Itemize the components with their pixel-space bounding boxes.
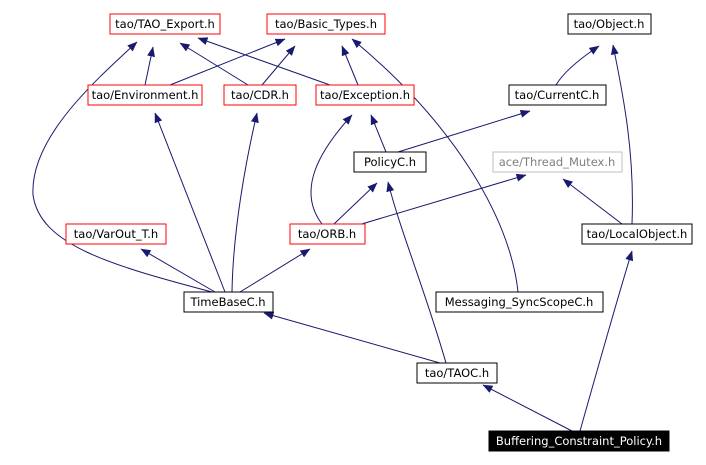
node-label: tao/VarOut_T.h bbox=[74, 227, 158, 241]
node-label: tao/LocalObject.h bbox=[587, 227, 688, 241]
node-label: PolicyC.h bbox=[364, 155, 416, 169]
node-label: ace/Thread_Mutex.h bbox=[499, 155, 616, 169]
node-label: Buffering_Constraint_Policy.h bbox=[496, 434, 662, 448]
node-label: TimeBaseC.h bbox=[189, 295, 265, 309]
node-label: tao/TAO_Export.h bbox=[115, 17, 215, 31]
node-label: tao/Object.h bbox=[574, 17, 645, 31]
node-timebasec[interactable]: TimeBaseC.h bbox=[183, 291, 274, 313]
edge-cdr-to-tao-export bbox=[179, 42, 249, 86]
node-label: tao/Exception.h bbox=[320, 88, 410, 102]
edge-localobject-to-object bbox=[610, 44, 633, 225]
edge-buffering-to-localobject bbox=[579, 250, 634, 432]
node-label: tao/ORB.h bbox=[298, 227, 356, 241]
edge-timebasec-to-tao-export bbox=[32, 41, 213, 293]
edge-localobject-to-thread-mutex bbox=[562, 178, 623, 225]
node-cdr[interactable]: tao/CDR.h bbox=[223, 84, 297, 106]
edge-policyc-to-currentc bbox=[397, 109, 531, 153]
node-orb[interactable]: tao/ORB.h bbox=[289, 223, 366, 245]
node-localobject[interactable]: tao/LocalObject.h bbox=[581, 223, 693, 245]
edge-orb-to-exception bbox=[310, 114, 353, 225]
edge-timebasec-to-environment bbox=[154, 112, 226, 293]
node-label: tao/TAOC.h bbox=[425, 366, 489, 380]
edge-orb-to-policyc bbox=[333, 182, 378, 225]
node-basic-types[interactable]: tao/Basic_Types.h bbox=[266, 13, 386, 35]
edge-environment-to-basic-types bbox=[169, 38, 286, 86]
node-environment[interactable]: tao/Environment.h bbox=[87, 84, 203, 106]
edge-timebasec-to-cdr bbox=[231, 112, 259, 293]
node-buffering-root[interactable]: Buffering_Constraint_Policy.h bbox=[488, 430, 670, 452]
edge-taoc-to-policyc bbox=[386, 181, 447, 364]
node-thread-mutex[interactable]: ace/Thread_Mutex.h bbox=[492, 151, 623, 173]
edge-cdr-to-basic-types bbox=[261, 45, 296, 86]
node-policyc[interactable]: PolicyC.h bbox=[353, 151, 427, 173]
node-currentc[interactable]: tao/CurrentC.h bbox=[508, 84, 607, 106]
edge-buffering-to-taoc bbox=[482, 384, 573, 432]
edge-messaging-to-basic-types bbox=[351, 38, 519, 293]
node-label: tao/Basic_Types.h bbox=[275, 17, 377, 31]
edge-taoc-to-timebasec bbox=[263, 311, 441, 364]
node-label: tao/CDR.h bbox=[231, 88, 289, 102]
node-taoc[interactable]: tao/TAOC.h bbox=[416, 362, 498, 384]
node-tao-export[interactable]: tao/TAO_Export.h bbox=[109, 13, 221, 35]
edge-orb-to-thread-mutex bbox=[354, 173, 527, 227]
edge-currentc-to-object bbox=[555, 45, 600, 86]
node-label: Messaging_SyncScopeC.h bbox=[445, 295, 594, 309]
edge-environment-to-tao-export bbox=[144, 46, 155, 86]
edge-exception-to-tao-export bbox=[197, 37, 331, 86]
node-messaging[interactable]: Messaging_SyncScopeC.h bbox=[435, 291, 604, 313]
edge-exception-to-basic-types bbox=[341, 45, 359, 86]
edge-timebasec-to-varout bbox=[140, 248, 216, 293]
node-label: tao/Environment.h bbox=[92, 88, 199, 102]
node-label: tao/CurrentC.h bbox=[515, 88, 600, 102]
edge-policyc-to-exception bbox=[370, 114, 387, 153]
edge-timebasec-to-orb bbox=[239, 248, 311, 293]
node-exception[interactable]: tao/Exception.h bbox=[315, 84, 415, 106]
node-varout[interactable]: tao/VarOut_T.h bbox=[65, 223, 167, 245]
node-object[interactable]: tao/Object.h bbox=[567, 13, 652, 35]
